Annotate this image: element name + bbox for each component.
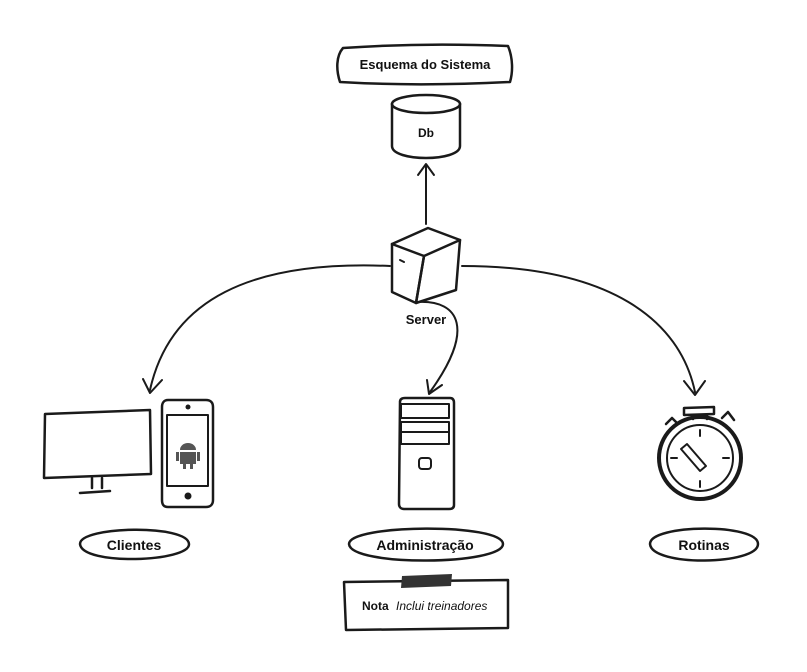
monitor-icon [42,408,153,495]
title-box: Esquema do Sistema [336,43,514,86]
edge-server-administracao [417,300,459,395]
database-icon [390,93,462,160]
title-label: Esquema do Sistema [360,57,492,72]
note-text: Inclui treinadores [396,599,487,613]
rotinas-node: Rotinas [648,527,760,562]
clientes-node: Clientes [78,528,191,561]
administracao-node: Administração [347,527,505,562]
edge-server-rotinas [461,265,706,396]
stopwatch-icon [657,405,743,501]
server-icon [390,226,462,305]
server-label: Server [406,312,446,327]
tape-icon [401,574,452,588]
db-label: Db [418,126,434,140]
note-box: Nota Inclui treinadores [342,574,510,632]
rotinas-label: Rotinas [678,537,730,553]
android-phone-icon [160,398,215,509]
monitor-and-android-phone-icon [42,398,215,509]
administracao-label: Administração [376,537,473,553]
edge-server-db [417,163,435,225]
desktop-tower-icon [397,396,456,511]
svg-text:Nota Inclui treinadores: Nota Inclui treinadores [362,599,487,613]
note-bold: Nota [362,599,389,613]
edge-server-clientes [142,264,391,394]
clientes-label: Clientes [107,537,162,553]
